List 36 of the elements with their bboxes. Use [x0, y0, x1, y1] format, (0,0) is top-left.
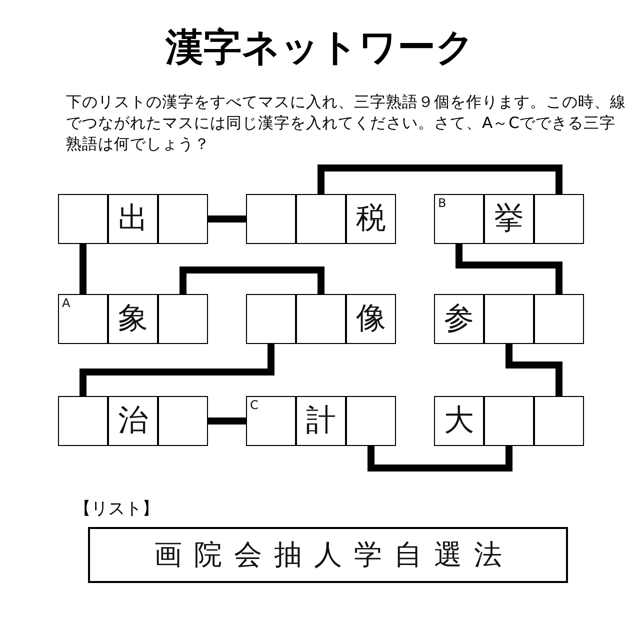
grid-square: A — [58, 294, 108, 344]
list-heading: 【リスト】 — [74, 498, 159, 520]
grid-square: 挙 — [484, 194, 534, 244]
grid-square: 計 — [296, 396, 346, 446]
connector-line — [368, 446, 512, 472]
grid-square — [158, 194, 208, 244]
grid-square: 像 — [346, 294, 396, 344]
connector-line — [180, 266, 324, 294]
grid-square — [246, 294, 296, 344]
grid-square — [58, 396, 108, 446]
connector-line — [208, 418, 246, 424]
grid-square: 税 — [346, 194, 396, 244]
grid-square: 象 — [108, 294, 158, 344]
grid-square: C — [246, 396, 296, 446]
grid-square — [296, 294, 346, 344]
title: 漢字ネットワーク — [164, 24, 476, 71]
grid-square — [484, 294, 534, 344]
grid-square — [158, 396, 208, 446]
answer-list-box: 画院会抽人学自選法 — [88, 527, 568, 583]
grid-square — [158, 294, 208, 344]
grid-square — [296, 194, 346, 244]
grid-square: 参 — [434, 294, 484, 344]
grid-square — [534, 294, 584, 344]
instruction-text: 下のリストの漢字をすべてマスに入れ、三字熟語９個を作ります。この時、線でつながれたマスには同じ漢字を入れてください。さて、A～Cでできる三字熟語は何でしょう？ — [66, 92, 626, 155]
grid-square: 治 — [108, 396, 158, 446]
grid-square: 大 — [434, 396, 484, 446]
grid-square: B — [434, 194, 484, 244]
grid-square: 出 — [108, 194, 158, 244]
grid-square — [534, 396, 584, 446]
connector-line — [208, 216, 246, 222]
grid-square — [484, 396, 534, 446]
grid-square — [246, 194, 296, 244]
connector-line — [80, 244, 86, 294]
grid-square — [346, 396, 396, 446]
grid-square — [534, 194, 584, 244]
grid-square — [58, 194, 108, 244]
